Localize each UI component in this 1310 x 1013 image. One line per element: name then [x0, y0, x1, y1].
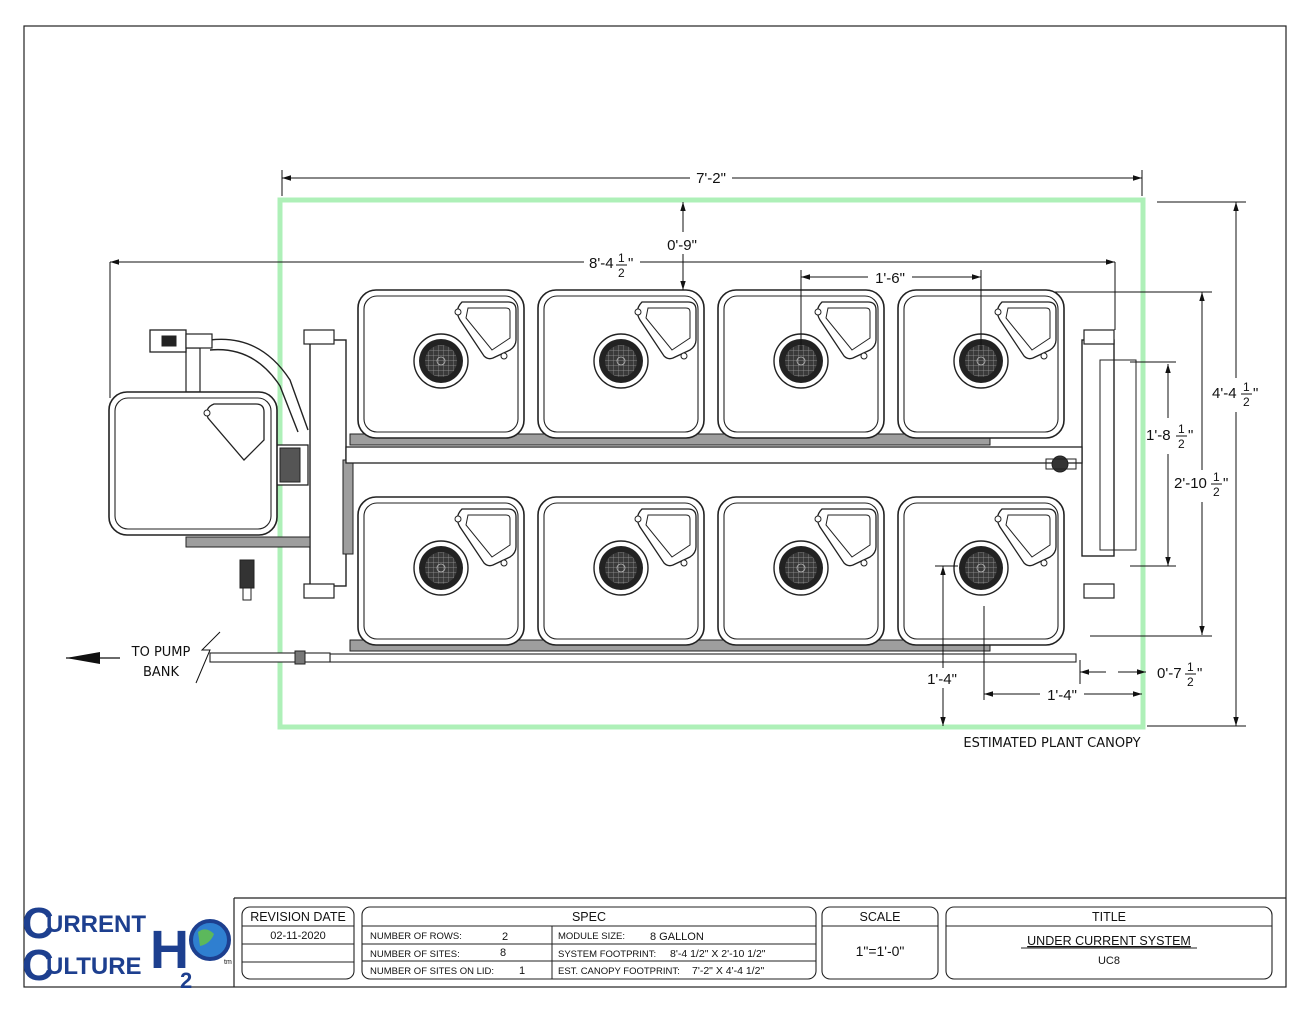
module-row2-2	[537, 496, 705, 646]
canopy-footprint-label: EST. CANOPY FOOTPRINT:	[558, 966, 680, 977]
revision-header: REVISION DATE	[250, 910, 346, 924]
dim-offset-right-frac-num: 1	[1187, 660, 1194, 674]
logo-sub2: 2	[180, 968, 192, 993]
dim-canopy-height-inch: "	[1253, 385, 1258, 402]
footprint-label: SYSTEM FOOTPRINT:	[558, 949, 656, 960]
dim-overall-canopy-width: 7'-2"	[696, 170, 726, 187]
dim-system-length-frac-num: 1	[618, 251, 625, 265]
system-title: UNDER CURRENT SYSTEM	[1027, 934, 1191, 948]
dim-offset-vertical: 1'-4"	[927, 671, 957, 688]
to-pump-note: TO PUMP BANK	[66, 631, 221, 684]
dim-inner-height-inch: "	[1188, 427, 1193, 444]
dim-system-length-inch: "	[628, 255, 633, 272]
scale-header: SCALE	[860, 910, 901, 924]
dim-inner-height: 1'-8	[1146, 427, 1171, 444]
logo-line1: URRENT	[46, 911, 146, 938]
rows-label: NUMBER OF ROWS:	[370, 931, 462, 942]
float-valve	[149, 329, 213, 353]
sheet-border	[23, 25, 1287, 988]
canopy-label: ESTIMATED PLANT CANOPY	[963, 736, 1140, 751]
reservoir-bucket	[108, 391, 278, 536]
dim-canopy-offset-top: 0'-9"	[667, 237, 697, 254]
current-culture-logo: C URRENT C ULTURE H 2 tm	[22, 899, 232, 993]
model-number: UC8	[1098, 955, 1120, 967]
lid-value: 1	[519, 965, 525, 977]
to-pump-line1: TO PUMP	[131, 645, 191, 660]
logo-tm: tm	[224, 959, 232, 966]
footprint-value: 8'-4 1/2" X 2'-10 1/2"	[670, 948, 766, 960]
dim-offset-right-inch: "	[1197, 665, 1202, 682]
logo-line2: ULTURE	[46, 953, 142, 980]
lid-label: NUMBER OF SITES ON LID:	[370, 966, 494, 977]
dim-system-height-frac-den: 2	[1213, 485, 1220, 499]
dim-system-height-frac-num: 1	[1213, 470, 1220, 484]
sites-label: NUMBER OF SITES:	[370, 949, 460, 960]
logo-land-icon	[198, 929, 214, 946]
dim-offset-right: 0'-7	[1157, 665, 1182, 682]
dim-offset-right-frac-den: 2	[1187, 675, 1194, 689]
dim-inner-height-frac-den: 2	[1178, 437, 1185, 451]
dim-system-length-frac-den: 2	[618, 266, 625, 280]
dim-inner-height-frac-num: 1	[1178, 422, 1185, 436]
dim-offset-horizontal: 1'-4"	[1047, 687, 1077, 704]
dim-canopy-height-frac-den: 2	[1243, 395, 1250, 409]
dim-system-height: 2'-10	[1174, 475, 1207, 492]
dim-module-spacing: 1'-6"	[875, 270, 905, 287]
revision-date: 02-11-2020	[270, 930, 325, 942]
dim-system-height-inch: "	[1223, 475, 1228, 492]
module-size-label: MODULE SIZE:	[558, 931, 625, 942]
sites-value: 8	[500, 947, 506, 959]
to-pump-line2: BANK	[143, 665, 180, 680]
dim-canopy-height-frac-num: 1	[1243, 380, 1250, 394]
module-row1-1	[357, 289, 525, 439]
canopy-footprint-value: 7'-2" X 4'-4 1/2"	[692, 965, 764, 977]
title-header: TITLE	[1092, 910, 1126, 924]
dimension-lines	[109, 170, 1246, 727]
scale-value: 1"=1'-0"	[856, 943, 905, 959]
module-row2-4	[897, 496, 1065, 646]
rows-value: 2	[502, 931, 508, 943]
grow-modules	[357, 289, 1065, 646]
module-size-value: 8 GALLON	[650, 931, 704, 943]
dim-canopy-height: 4'-4	[1212, 385, 1237, 402]
logo-initial-top: C	[22, 899, 54, 948]
dimension-labels: 7'-2" 0'-9" 8'-4 1 2 " 1'-6" 4'-4 1 2 " …	[589, 170, 1258, 704]
module-row2-1	[357, 496, 525, 646]
logo-h: H	[150, 920, 189, 980]
module-row2-3	[717, 496, 885, 646]
spec-header: SPEC	[572, 910, 606, 924]
logo-initial-bottom: C	[22, 941, 54, 990]
dim-system-length: 8'-4	[589, 255, 614, 272]
module-row1-2	[537, 289, 705, 439]
title-block: REVISION DATE 02-11-2020 SPEC NUMBER OF …	[233, 897, 1286, 987]
